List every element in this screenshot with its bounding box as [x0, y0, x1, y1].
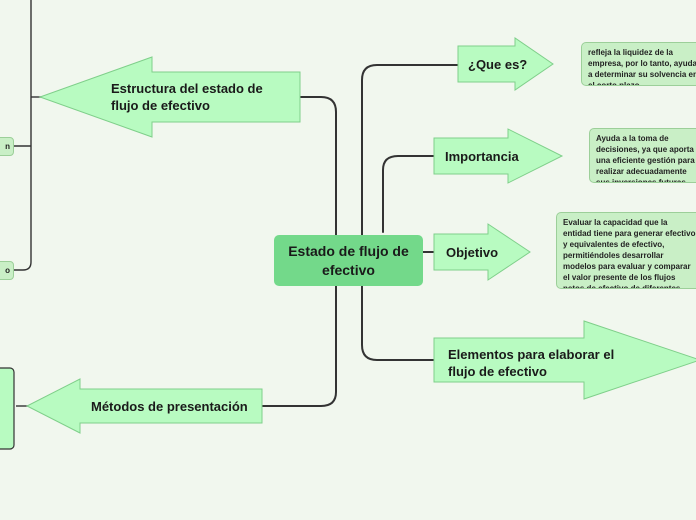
- metodos-arrow-shape: [25, 378, 263, 434]
- importancia-arrow-shape: [433, 128, 564, 184]
- elementos-label[interactable]: Elementos para elaborar el flujo de efec…: [448, 347, 615, 379]
- central-topic[interactable]: Estado de flujo de efectivo: [274, 235, 423, 286]
- left-fragment-top[interactable]: n: [0, 137, 14, 156]
- objetivo-note[interactable]: Evaluar la capacidad que la entidad tien…: [556, 212, 696, 289]
- left-edge-partial-box: [0, 367, 15, 450]
- estructura-label[interactable]: Estructura del estado de flujo de efecti…: [111, 81, 263, 113]
- left-edge-connectors: [14, 0, 44, 407]
- connector-estructura: [296, 96, 337, 239]
- importancia-note[interactable]: Ayuda a la toma de decisiones, ya que ap…: [589, 128, 696, 183]
- connector-elementos: [361, 284, 438, 361]
- connectors: [261, 64, 463, 407]
- que-es-note[interactable]: refleja la liquidez de la empresa, por l…: [581, 42, 696, 86]
- elementos-arrow-shape: [433, 320, 696, 400]
- connector-left-trunk: [14, 0, 32, 271]
- que-es-arrow-shape: [457, 37, 554, 91]
- connector-metodos: [261, 284, 337, 407]
- estructura-arrow-shape: [38, 56, 301, 138]
- metodos-label[interactable]: Métodos de presentación: [91, 399, 248, 414]
- objetivo-arrow-shape: [433, 223, 531, 281]
- connector-que-es: [361, 64, 463, 239]
- left-fragment-bottom[interactable]: o: [0, 261, 14, 280]
- connector-importancia: [382, 155, 438, 233]
- importancia-label[interactable]: Importancia: [445, 149, 519, 164]
- objetivo-label[interactable]: Objetivo: [446, 245, 499, 260]
- que-es-label[interactable]: ¿Que es?: [468, 57, 528, 72]
